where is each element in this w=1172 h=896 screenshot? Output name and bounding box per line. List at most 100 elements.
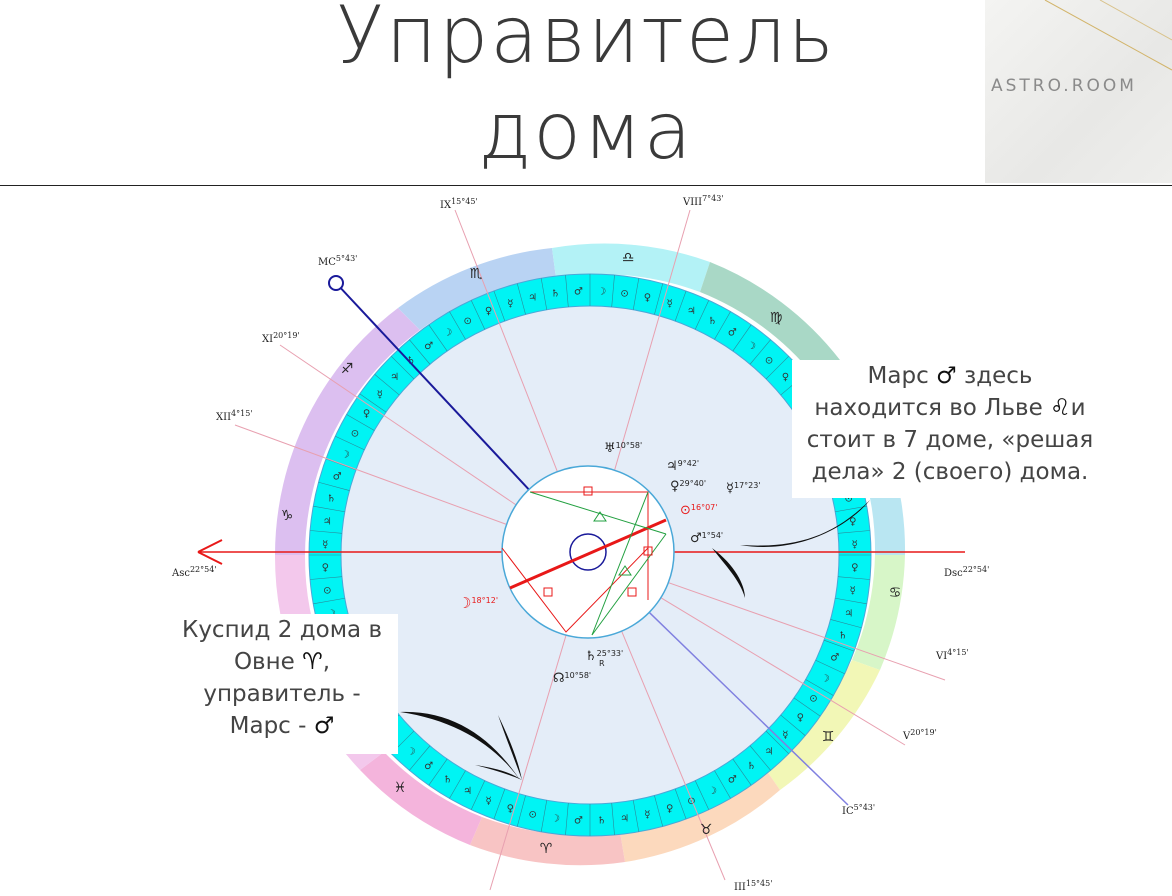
libra-icon: ♎ xyxy=(622,250,635,266)
ring-tick xyxy=(694,780,710,810)
asc-label: Asc22°54' xyxy=(171,565,217,579)
pisces-icon: ♓ xyxy=(394,780,407,796)
ring-tick xyxy=(838,530,870,534)
house-3-label: III15°45' xyxy=(734,879,772,893)
ring-tick xyxy=(409,745,431,771)
ring-glyph: ♂ xyxy=(728,328,737,339)
ring-glyph: ⊙ xyxy=(323,586,331,597)
house-labels: Asc22°54' Dsc22°54' MC5°43' IC5°43' IX15… xyxy=(171,194,989,893)
ring-tick xyxy=(449,311,466,340)
sagittarius-icon: ♐ xyxy=(341,361,354,377)
ring-tick xyxy=(674,788,687,820)
ring-tick xyxy=(540,278,548,310)
ring-tick xyxy=(732,324,752,352)
natal-chart: ♀☿♃♄♂☽⊙♀☿♃♄♂☽⊙♀☿♃♄♂☽⊙♀☿♃♄♂☽⊙♀☿♃♄♂☽⊙♀☿♃♄♂… xyxy=(171,194,989,893)
ring-tick xyxy=(714,311,731,340)
ring-glyph: ♀ xyxy=(322,563,329,574)
ring-glyph: ♂ xyxy=(830,652,839,663)
ring-glyph: ☽ xyxy=(551,814,560,825)
ring-glyph: ♂ xyxy=(424,761,433,772)
ring-glyph: ♀ xyxy=(849,516,856,527)
ring-glyph: ♂ xyxy=(728,774,737,785)
ring-glyph: ♃ xyxy=(687,306,696,317)
saturn-label: ♄25°33'R xyxy=(585,649,623,668)
house-12-label: XII4°15' xyxy=(216,409,253,423)
ring-tick xyxy=(540,800,548,832)
ring-tick xyxy=(805,679,834,696)
ring-glyph: ⊙ xyxy=(687,796,695,807)
ring-tick xyxy=(793,697,821,717)
moon-label: ☽18°12' xyxy=(458,594,498,612)
ring-glyph: ♀ xyxy=(782,372,789,383)
ring-tick xyxy=(516,283,526,315)
ring-glyph: ♀ xyxy=(666,804,673,815)
ring-glyph: ♄ xyxy=(406,356,415,367)
sign-glyphs: ♎ ♍ ♐ ♑ ♋ ♊ ♉ ♈ ♓ ♏ xyxy=(281,250,902,857)
ring-tick xyxy=(815,659,845,675)
ring-glyph: ☿ xyxy=(782,730,788,741)
page-title-line1: Управитель xyxy=(336,0,836,81)
ring-glyph: ♃ xyxy=(463,786,472,797)
ring-tick xyxy=(654,283,664,315)
ring-glyph: ☽ xyxy=(443,328,452,339)
jupiter-label: ♃9°42' xyxy=(666,459,699,474)
aspect-lines xyxy=(501,486,667,636)
ring-glyph: ☽ xyxy=(708,786,717,797)
ring-tick xyxy=(409,339,431,365)
dsc-label: Dsc22°54' xyxy=(944,565,989,579)
mars-icon: ♂ xyxy=(936,363,957,389)
brand-logo: ASTRO.ROOM xyxy=(985,0,1172,183)
ring-glyph: ☽ xyxy=(341,450,350,461)
ring-glyph: ♃ xyxy=(620,814,629,825)
ring-glyph: ⊙ xyxy=(809,693,817,704)
house-6-label: VI4°15' xyxy=(935,648,969,662)
ring-tick xyxy=(611,803,615,835)
ring-glyph: ☿ xyxy=(377,390,383,401)
pointer-stroke-left-3 xyxy=(498,715,522,780)
ring-tick xyxy=(470,300,486,330)
ring-tick xyxy=(654,795,664,827)
ring-tick xyxy=(359,393,387,413)
ring-glyph: ♂ xyxy=(574,816,583,827)
ring-glyph: ☿ xyxy=(850,586,856,597)
ring-glyph: ⊙ xyxy=(620,288,628,299)
ring-tick xyxy=(335,435,365,451)
title-divider xyxy=(0,185,1172,186)
ring-tick xyxy=(632,278,640,310)
ring-glyph: ♃ xyxy=(765,746,774,757)
ic-label: IC5°43' xyxy=(842,803,875,817)
ring-tick xyxy=(835,597,867,605)
ring-tick xyxy=(428,758,448,786)
ring-glyph: ☿ xyxy=(852,539,858,550)
cancer-icon: ♋ xyxy=(889,585,902,601)
ring-tick xyxy=(565,803,569,835)
mc-label: MC5°43' xyxy=(318,254,357,268)
ring-glyph: ☿ xyxy=(667,298,673,309)
house-9-label: IX15°45' xyxy=(440,197,478,211)
venus-label: ♀29°40' xyxy=(670,479,706,494)
ring-tick xyxy=(493,290,506,322)
ring-glyph: ♄ xyxy=(838,631,847,642)
ring-tick xyxy=(313,597,345,605)
ring-tick xyxy=(694,300,710,330)
ring-glyph: ♃ xyxy=(844,608,853,619)
ring-glyph: ⊙ xyxy=(765,356,773,367)
ring-glyph: ♄ xyxy=(747,761,756,772)
ring-glyph: ♀ xyxy=(363,409,370,420)
pointer-stroke-left xyxy=(400,711,520,780)
aries-icon: ♈ xyxy=(540,841,553,857)
asc-arrow-icon xyxy=(197,539,223,565)
ring-glyph: ⊙ xyxy=(463,316,471,327)
ring-glyph: ⊙ xyxy=(845,494,853,505)
ring-tick xyxy=(749,745,771,771)
house-5-label: V20°19' xyxy=(902,728,937,742)
ring-tick xyxy=(714,770,731,799)
virgo-icon: ♍ xyxy=(770,310,783,326)
ring-tick xyxy=(318,481,350,491)
ring-glyph: ♀ xyxy=(644,292,651,303)
planet-labels: ♅10°58' ♃9°42' ♀29°40' ☿17°23' ⊙16°07' ♂… xyxy=(458,441,761,686)
ring-glyph: ☽ xyxy=(327,608,336,619)
ring-glyph: ♂ xyxy=(333,471,342,482)
brand-gold-lines xyxy=(1044,0,1172,71)
ring-tick xyxy=(835,505,867,513)
